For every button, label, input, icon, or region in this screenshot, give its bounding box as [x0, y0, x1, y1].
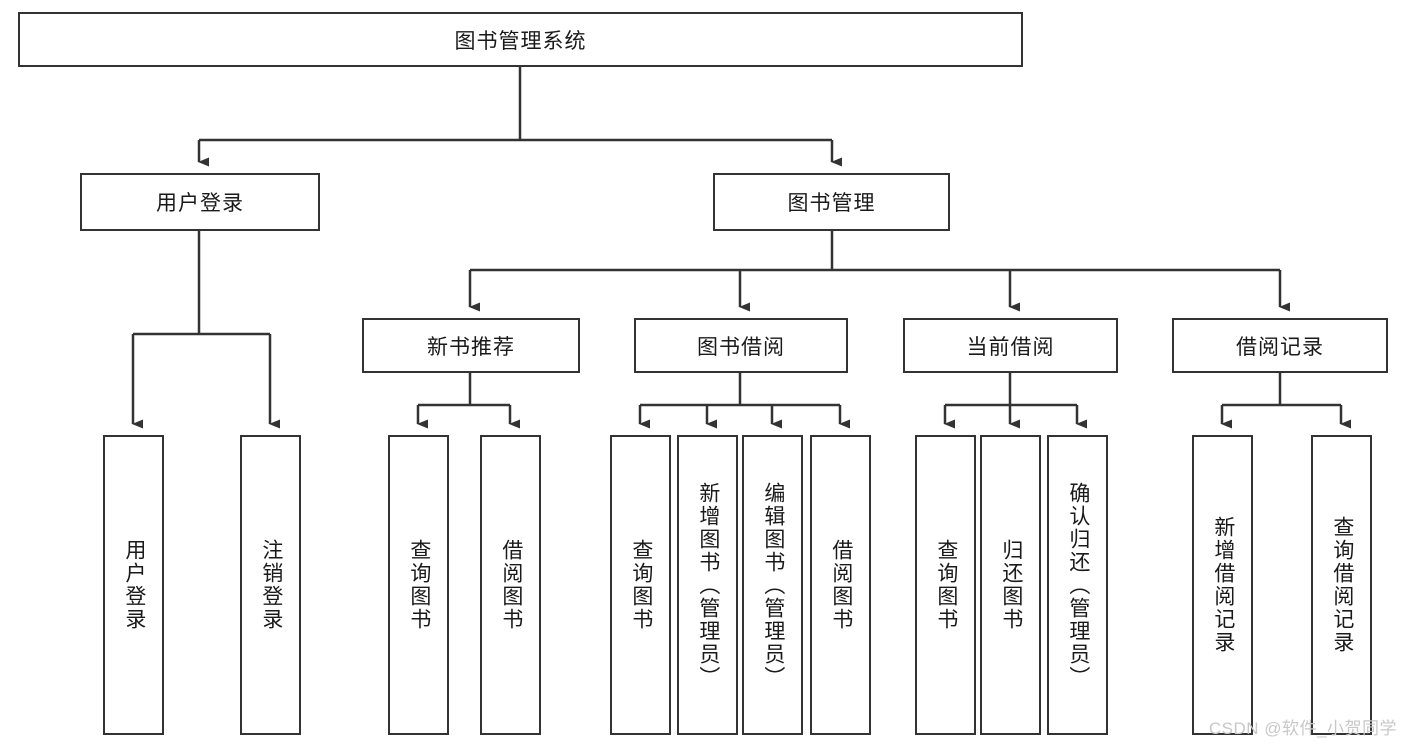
node-label: 借阅图书	[829, 539, 853, 631]
node-label: 用户登录	[156, 192, 244, 215]
node-label: 借阅图书	[499, 539, 523, 631]
node-label: 新书推荐	[427, 335, 515, 359]
node-label: 新增图书（管理员）	[696, 481, 720, 689]
node-label: 查询图书	[934, 539, 958, 631]
node-label: 图书管理系统	[454, 29, 587, 53]
node-label: 归还图书	[999, 539, 1023, 631]
node-label: 用户登录	[122, 539, 146, 631]
csdn-watermark: CSDN @软件_小贺同学	[1208, 719, 1397, 738]
node-user-login[interactable]: 用户登录	[80, 173, 320, 231]
leaf-borrow-book[interactable]: 借阅图书	[810, 435, 871, 735]
node-label: 新增借阅记录	[1211, 516, 1235, 654]
leaf-query-borrow-record[interactable]: 查询借阅记录	[1311, 435, 1372, 735]
node-label: 注销登录	[259, 539, 283, 631]
node-label: 编辑图书（管理员）	[761, 481, 785, 689]
leaf-query-book-recommend[interactable]: 查询图书	[388, 435, 449, 735]
leaf-user-login[interactable]: 用户登录	[103, 435, 164, 735]
node-book-borrow[interactable]: 图书借阅	[634, 318, 848, 373]
leaf-add-book-admin[interactable]: 新增图书（管理员）	[677, 435, 738, 735]
leaf-query-book-borrow[interactable]: 查询图书	[610, 435, 671, 735]
leaf-query-book-current[interactable]: 查询图书	[915, 435, 976, 735]
leaf-borrow-book-recommend[interactable]: 借阅图书	[480, 435, 541, 735]
node-label: 查询图书	[407, 539, 431, 631]
node-book-management[interactable]: 图书管理	[713, 173, 950, 231]
leaf-logout-login[interactable]: 注销登录	[240, 435, 301, 735]
node-label: 图书借阅	[697, 335, 785, 359]
node-borrow-record[interactable]: 借阅记录	[1172, 318, 1388, 373]
node-label: 查询图书	[629, 539, 653, 631]
node-label: 图书管理	[787, 192, 876, 215]
node-root-book-management-system[interactable]: 图书管理系统	[18, 12, 1023, 67]
leaf-return-book[interactable]: 归还图书	[980, 435, 1041, 735]
leaf-edit-book-admin[interactable]: 编辑图书（管理员）	[742, 435, 803, 735]
leaf-confirm-return-admin[interactable]: 确认归还（管理员）	[1047, 435, 1108, 735]
leaf-add-borrow-record[interactable]: 新增借阅记录	[1192, 435, 1253, 735]
node-current-borrow[interactable]: 当前借阅	[903, 318, 1118, 373]
node-label: 查询借阅记录	[1330, 516, 1354, 654]
node-new-book-recommend[interactable]: 新书推荐	[362, 318, 580, 373]
node-label: 借阅记录	[1236, 335, 1324, 359]
node-label: 当前借阅	[966, 335, 1055, 359]
node-label: 确认归还（管理员）	[1066, 481, 1090, 689]
